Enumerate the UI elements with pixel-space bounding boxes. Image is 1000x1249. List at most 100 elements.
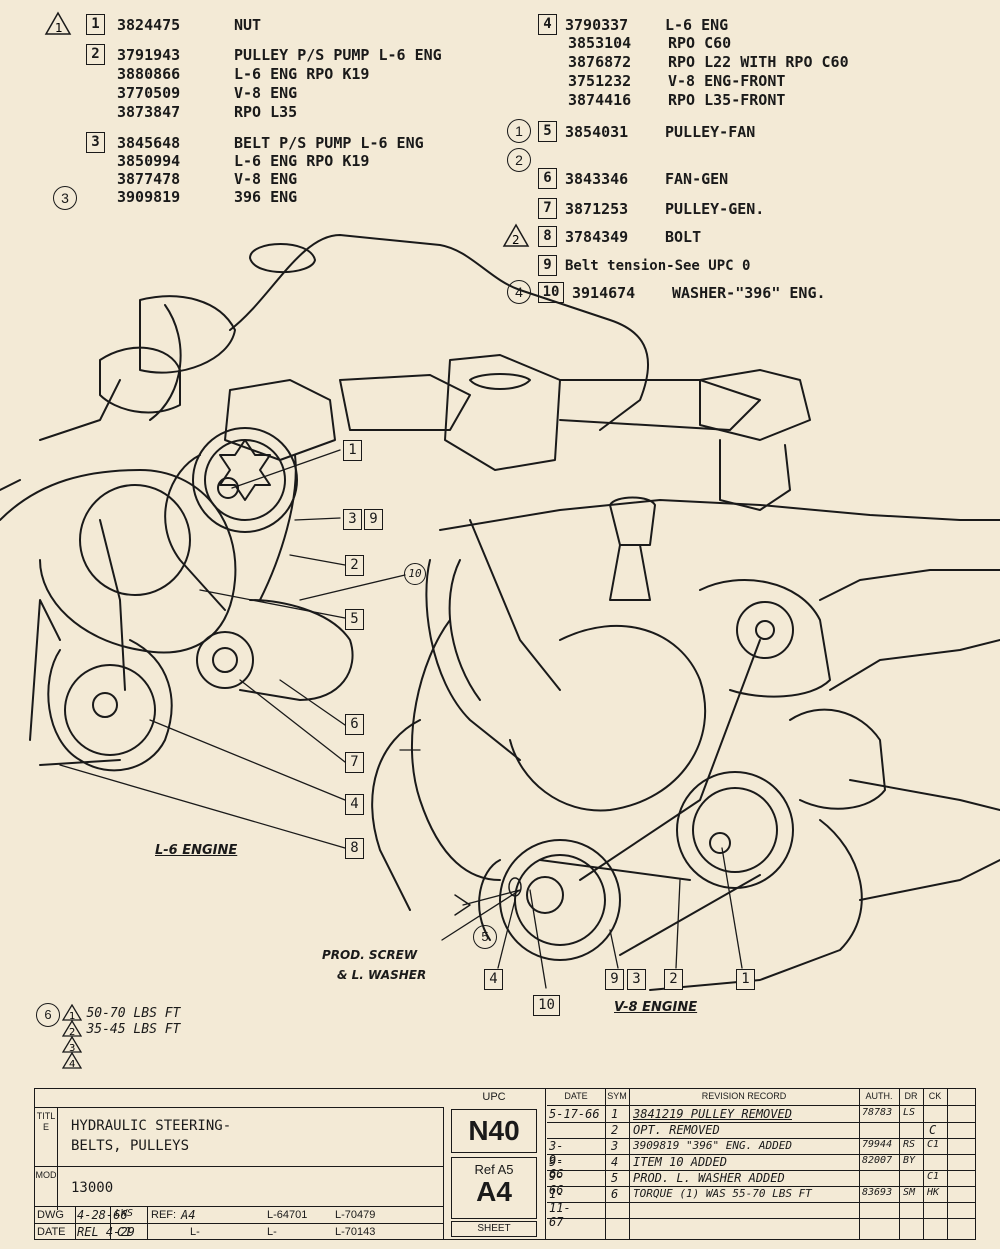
part-desc: NUT xyxy=(234,15,262,34)
part-desc: FAN-GEN xyxy=(665,169,729,188)
revision-record: DATE SYM REVISION RECORD AUTH. DR CK 5-1… xyxy=(547,1089,975,1239)
l-field: L- xyxy=(190,1226,200,1238)
part-number: 3873847 xyxy=(117,103,181,121)
part-desc: L-6 ENG xyxy=(665,15,729,34)
part-row: 9 Belt tension-See UPC 0 xyxy=(538,255,750,276)
svg-text:2: 2 xyxy=(69,1027,75,1038)
callout-box: 8 xyxy=(345,838,364,859)
part-number: 3843346 xyxy=(565,169,629,188)
rev-header-date: DATE xyxy=(564,1091,588,1101)
part-number: 3871253 xyxy=(565,199,629,218)
callout-box: 6 xyxy=(345,714,364,735)
ref-field: A4 xyxy=(181,1208,196,1222)
callout-box: 2 xyxy=(86,44,105,65)
ref-label: Ref A5 xyxy=(474,1162,514,1177)
callout-box: 3 xyxy=(86,132,105,153)
upc-code: N40 xyxy=(451,1109,537,1153)
rev-sym: 3 xyxy=(611,1139,619,1153)
svg-text:1: 1 xyxy=(55,21,63,35)
rev-dr: BY xyxy=(903,1155,916,1166)
part-row: 7 3871253 PULLEY-GEN. xyxy=(538,198,764,219)
part-desc: BOLT xyxy=(665,227,702,246)
rev-auth: 79944 xyxy=(862,1139,893,1150)
rev-header-sym: SYM xyxy=(607,1091,627,1101)
washer-icon xyxy=(508,877,522,897)
triangle-1-icon: 1 xyxy=(44,11,72,35)
part-row: 4 3790337 L-6 ENG xyxy=(538,14,728,35)
rev-record: 3909819 "396" ENG. ADDED xyxy=(633,1139,792,1152)
engine-diagram xyxy=(0,234,1000,991)
part-row: 10 3914674 WASHER-"396" ENG. xyxy=(538,282,826,303)
ref-box: Ref A5 A4 xyxy=(451,1157,537,1219)
title-block: TITLE HYDRAULIC STEERING- BELTS, PULLEYS… xyxy=(34,1088,976,1240)
part-row: 3876872 RPO L22 WITH RPO C60 xyxy=(568,53,849,71)
release-date: REL 4-29 xyxy=(77,1225,135,1239)
dwg-label: DWG xyxy=(37,1209,64,1221)
part-row: 3751232 V-8 ENG-FRONT xyxy=(568,72,785,90)
part-row: 3880866 L-6 ENG RPO K19 xyxy=(117,65,369,83)
part-row: 3 3845648 BELT P/S PUMP L-6 ENG xyxy=(86,132,424,153)
callout-box: 6 xyxy=(538,168,557,189)
callout-circle: 5 xyxy=(473,925,497,949)
part-desc: PULLEY P/S PUMP L-6 ENG xyxy=(234,45,442,64)
part-number: 3880866 xyxy=(117,65,181,83)
part-row: 3874416 RPO L35-FRONT xyxy=(568,91,785,109)
callout-box: 4 xyxy=(345,794,364,815)
l-field: L- xyxy=(267,1226,277,1238)
date-label: DATE xyxy=(37,1226,66,1238)
part-number: 3909819 xyxy=(117,188,181,206)
part-row: 6 3843346 FAN-GEN xyxy=(538,168,728,189)
rev-ck: C xyxy=(929,1123,937,1137)
part-desc: V-8 ENG-FRONT xyxy=(668,72,786,90)
callout-box: 3 xyxy=(627,969,646,990)
rev-ck: HK xyxy=(927,1187,940,1198)
callout-box: 10 xyxy=(533,995,560,1016)
part-number: 3850994 xyxy=(117,152,181,170)
rev-ck: C1 xyxy=(927,1139,940,1150)
part-desc: PULLEY-FAN xyxy=(665,122,756,141)
title-line-1: HYDRAULIC STEERING- xyxy=(71,1118,232,1134)
part-row: 3853104 RPO C60 xyxy=(568,34,731,52)
v8-engine-label: V-8 ENGINE xyxy=(614,1000,698,1015)
part-desc: RPO L35 xyxy=(234,103,298,121)
callout-box: 4 xyxy=(484,969,503,990)
svg-text:2: 2 xyxy=(512,233,520,247)
circle-callout: 3 xyxy=(53,186,77,210)
svg-text:1: 1 xyxy=(69,1011,75,1022)
part-row: 3873847 RPO L35 xyxy=(117,103,297,121)
rev-record: TORQUE (1) WAS 55-70 LBS FT xyxy=(633,1187,812,1200)
l6-engine-drawing xyxy=(0,234,761,772)
rev-sym: 2 xyxy=(611,1123,619,1137)
title-side-label: TITLE xyxy=(35,1108,58,1169)
rev-auth: 83693 xyxy=(862,1187,893,1198)
part-number: 3845648 xyxy=(117,133,181,152)
rev-dr: SM xyxy=(903,1187,916,1198)
dwg-date: 4-28-66 xyxy=(77,1208,128,1222)
rev-auth: 82007 xyxy=(862,1155,893,1166)
part-number: 3877478 xyxy=(117,170,181,188)
screw-note: PROD. SCREW xyxy=(322,948,418,962)
svg-text:4: 4 xyxy=(69,1059,75,1070)
mod-side-label: MOD xyxy=(35,1166,58,1210)
title-section: TITLE HYDRAULIC STEERING- BELTS, PULLEYS… xyxy=(35,1107,444,1240)
ref-code: A4 xyxy=(476,1176,512,1207)
part-row: 5 3854031 PULLEY-FAN xyxy=(538,121,755,142)
rev-sym: 6 xyxy=(611,1187,619,1201)
upc-label: UPC xyxy=(482,1091,506,1103)
part-row: 3909819 396 ENG xyxy=(117,188,297,206)
triangle-icon: 4 xyxy=(61,1051,83,1070)
rev-dr: RS xyxy=(903,1139,916,1150)
part-desc: WASHER-"396" ENG. xyxy=(672,283,826,302)
l6-engine-label: L-6 ENGINE xyxy=(155,843,238,858)
rev-dr: LS xyxy=(903,1107,916,1118)
torque-value: 35-45 LBS FT xyxy=(86,1022,181,1038)
rev-ck: C1 xyxy=(927,1171,940,1182)
callout-box: 9 xyxy=(364,509,383,530)
part-desc: 396 ENG xyxy=(234,188,298,206)
part-number: 3784349 xyxy=(565,227,629,246)
rev-header-dr: DR xyxy=(904,1091,918,1101)
rev-record: PROD. L. WASHER ADDED xyxy=(633,1171,785,1185)
part-row: 3770509 V-8 ENG xyxy=(117,84,297,102)
part-number: 3853104 xyxy=(568,34,632,52)
callout-box: 1 xyxy=(343,440,362,461)
